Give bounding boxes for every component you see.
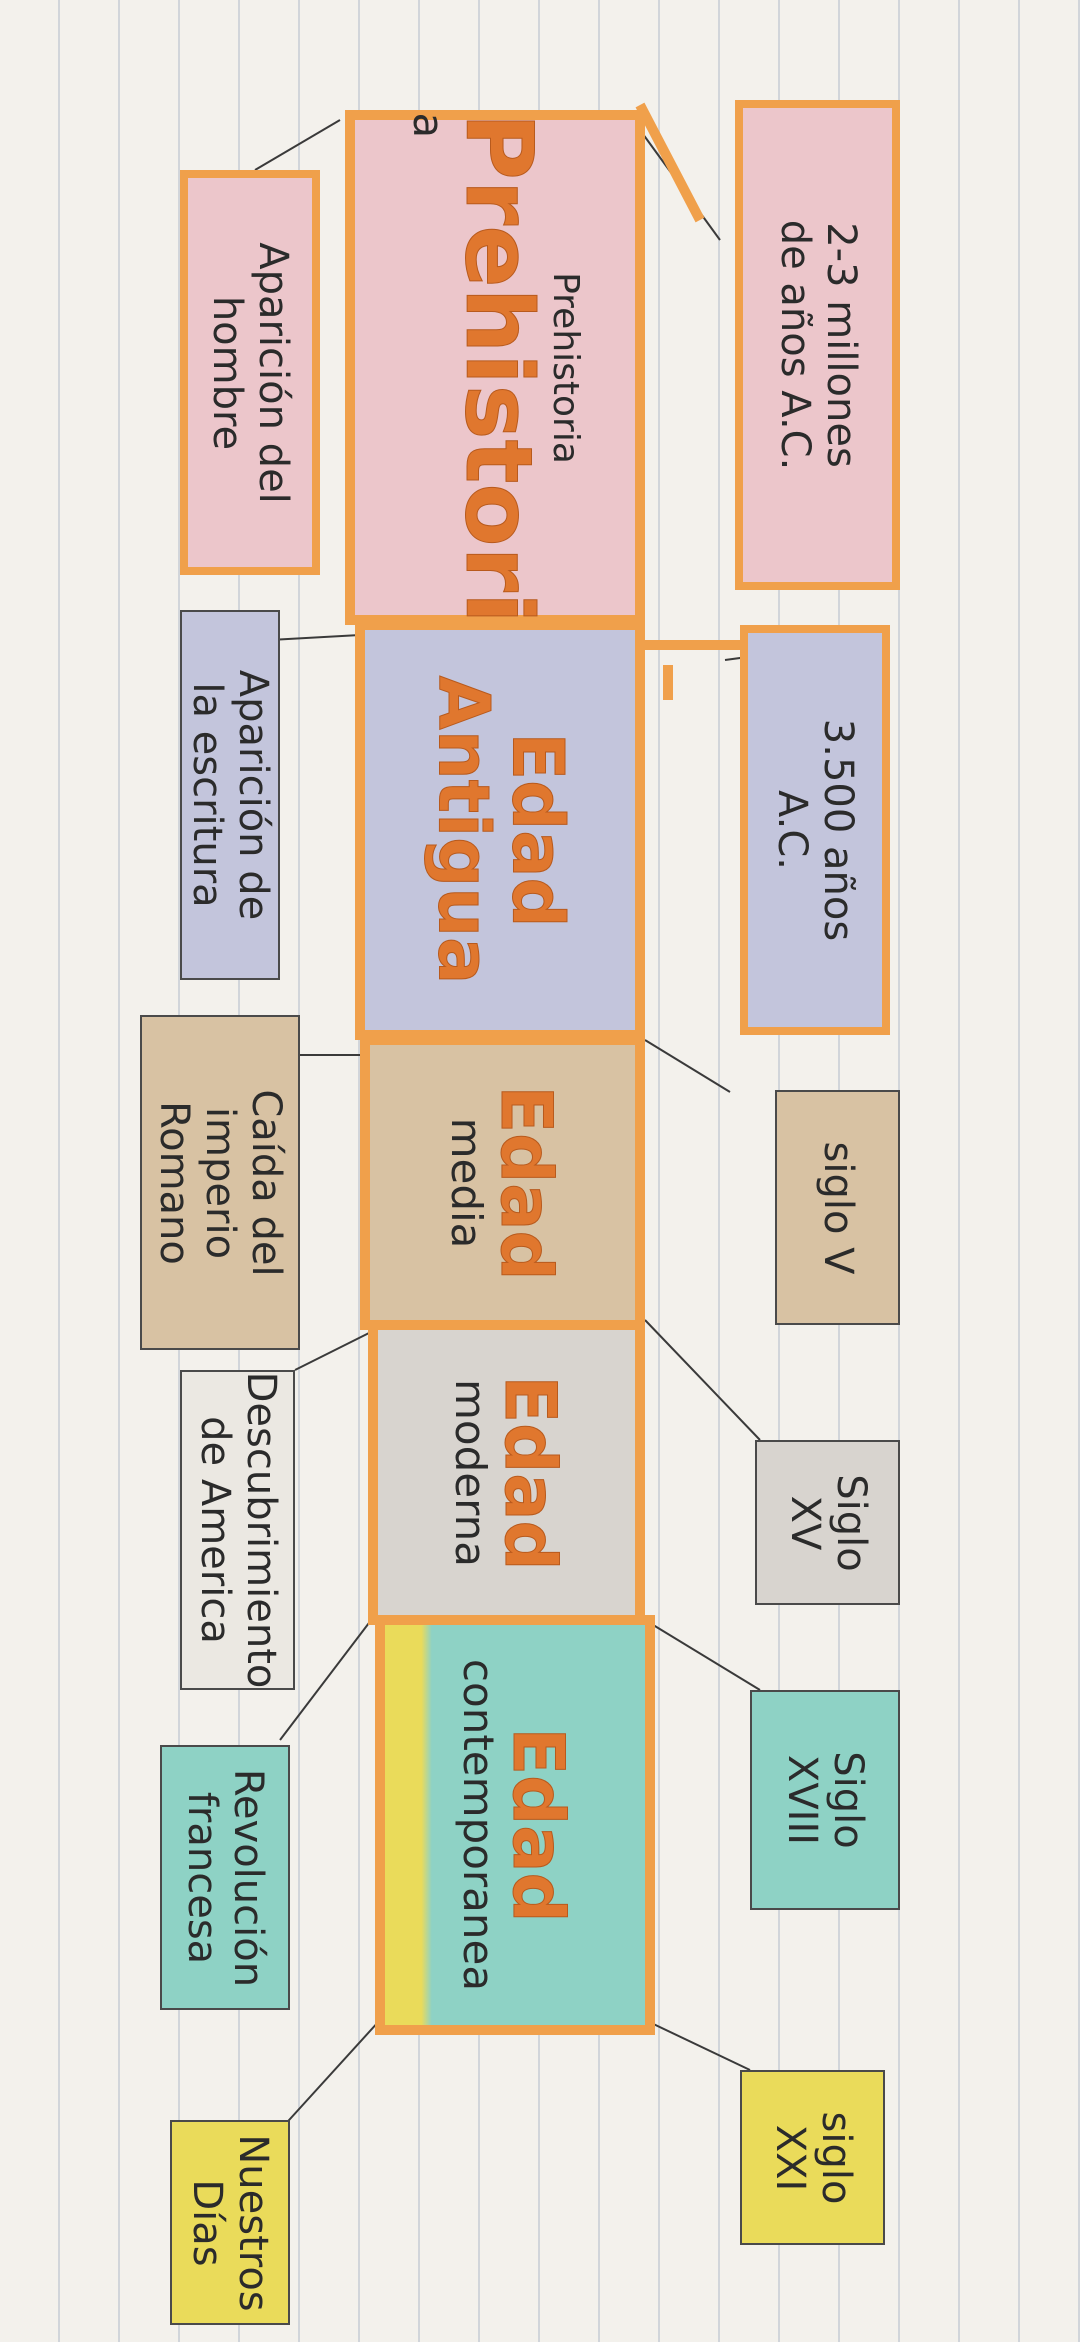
connector-line bbox=[644, 1619, 761, 1691]
connector-line bbox=[254, 119, 341, 171]
date-line: Siglo bbox=[827, 1473, 874, 1572]
event-box-escritura: Aparición de la escritura bbox=[180, 610, 280, 980]
event-line: Revolución bbox=[225, 1768, 271, 1987]
event-line: Nuestros bbox=[230, 2133, 276, 2312]
date-line: XVIII bbox=[779, 1754, 825, 1846]
connector-line bbox=[294, 1329, 376, 1371]
date-line: Siglo bbox=[825, 1751, 871, 1849]
date-line: 2-3 millones bbox=[817, 222, 864, 468]
date-box-antigua: 3.500 años A.C. bbox=[740, 625, 890, 1035]
connector-line bbox=[639, 129, 721, 241]
connector-line bbox=[644, 1319, 761, 1441]
event-box-hombre: Aparición del hombre bbox=[180, 170, 320, 575]
date-line: 3.500 años bbox=[815, 718, 861, 942]
era-moderna-title: Edad bbox=[488, 1374, 571, 1571]
date-line: XV bbox=[781, 1495, 828, 1550]
era-media: Edad media bbox=[360, 1035, 645, 1330]
connector-line bbox=[269, 634, 361, 641]
era-prehistoria: Prehistoria Prehistori a bbox=[345, 110, 645, 625]
era-moderna: Edad moderna bbox=[368, 1320, 645, 1625]
era-prehistoria-tail: a bbox=[403, 111, 453, 138]
event-line: de America bbox=[191, 1416, 238, 1644]
connector-line bbox=[644, 2019, 751, 2071]
event-line: Caída del bbox=[243, 1088, 289, 1277]
event-line: hombre bbox=[204, 295, 250, 450]
date-line: de años A.C. bbox=[771, 219, 818, 471]
event-box-revolucion: Revolución francesa bbox=[160, 1745, 290, 2010]
date-line: A.C. bbox=[769, 789, 815, 871]
connector-line bbox=[279, 2019, 381, 2131]
event-box-america: Descubrimiento de America bbox=[180, 1370, 295, 1690]
era-contemporanea-sub: contemporanea bbox=[454, 1658, 504, 1992]
era-contemporanea-title: Edad bbox=[496, 1727, 579, 1923]
era-media-title: Edad bbox=[484, 1084, 567, 1281]
era-antigua: Edad Antigua bbox=[355, 620, 645, 1040]
era-media-sub: media bbox=[441, 1117, 491, 1248]
date-box-actual: siglo XXI bbox=[740, 2070, 885, 2245]
event-line: Descubrimiento bbox=[237, 1371, 284, 1689]
era-prehistoria-title: Prehistori bbox=[445, 111, 553, 624]
era-contemporanea: Edad contemporanea bbox=[375, 1615, 655, 2035]
event-line: Aparición del bbox=[250, 241, 296, 504]
date-line: siglo V bbox=[814, 1140, 861, 1275]
era-antigua-sub: Antigua bbox=[423, 675, 506, 985]
date-line: siglo bbox=[812, 2111, 859, 2204]
date-box-prehistoria: 2-3 millones de años A.C. bbox=[735, 100, 900, 590]
event-line: imperio bbox=[197, 1106, 243, 1259]
era-antigua-title: Edad bbox=[496, 732, 579, 928]
connector-line bbox=[635, 102, 705, 223]
era-moderna-sub: moderna bbox=[445, 1378, 495, 1567]
event-line: Días bbox=[184, 2178, 230, 2267]
event-line: Romano bbox=[151, 1100, 197, 1265]
event-line: francesa bbox=[179, 1791, 225, 1964]
connector-line bbox=[644, 1039, 731, 1093]
date-box-moderna: Siglo XV bbox=[755, 1440, 900, 1605]
event-line: la escritura bbox=[184, 682, 230, 908]
date-line: XXI bbox=[766, 2124, 813, 2191]
event-box-nuestros-dias: Nuestros Días bbox=[170, 2120, 290, 2325]
date-box-media: siglo V bbox=[775, 1090, 900, 1325]
event-box-imperio: Caída del imperio Romano bbox=[140, 1015, 300, 1350]
event-line: Aparición de bbox=[230, 669, 276, 921]
date-box-contemporanea: Siglo XVIII bbox=[750, 1690, 900, 1910]
